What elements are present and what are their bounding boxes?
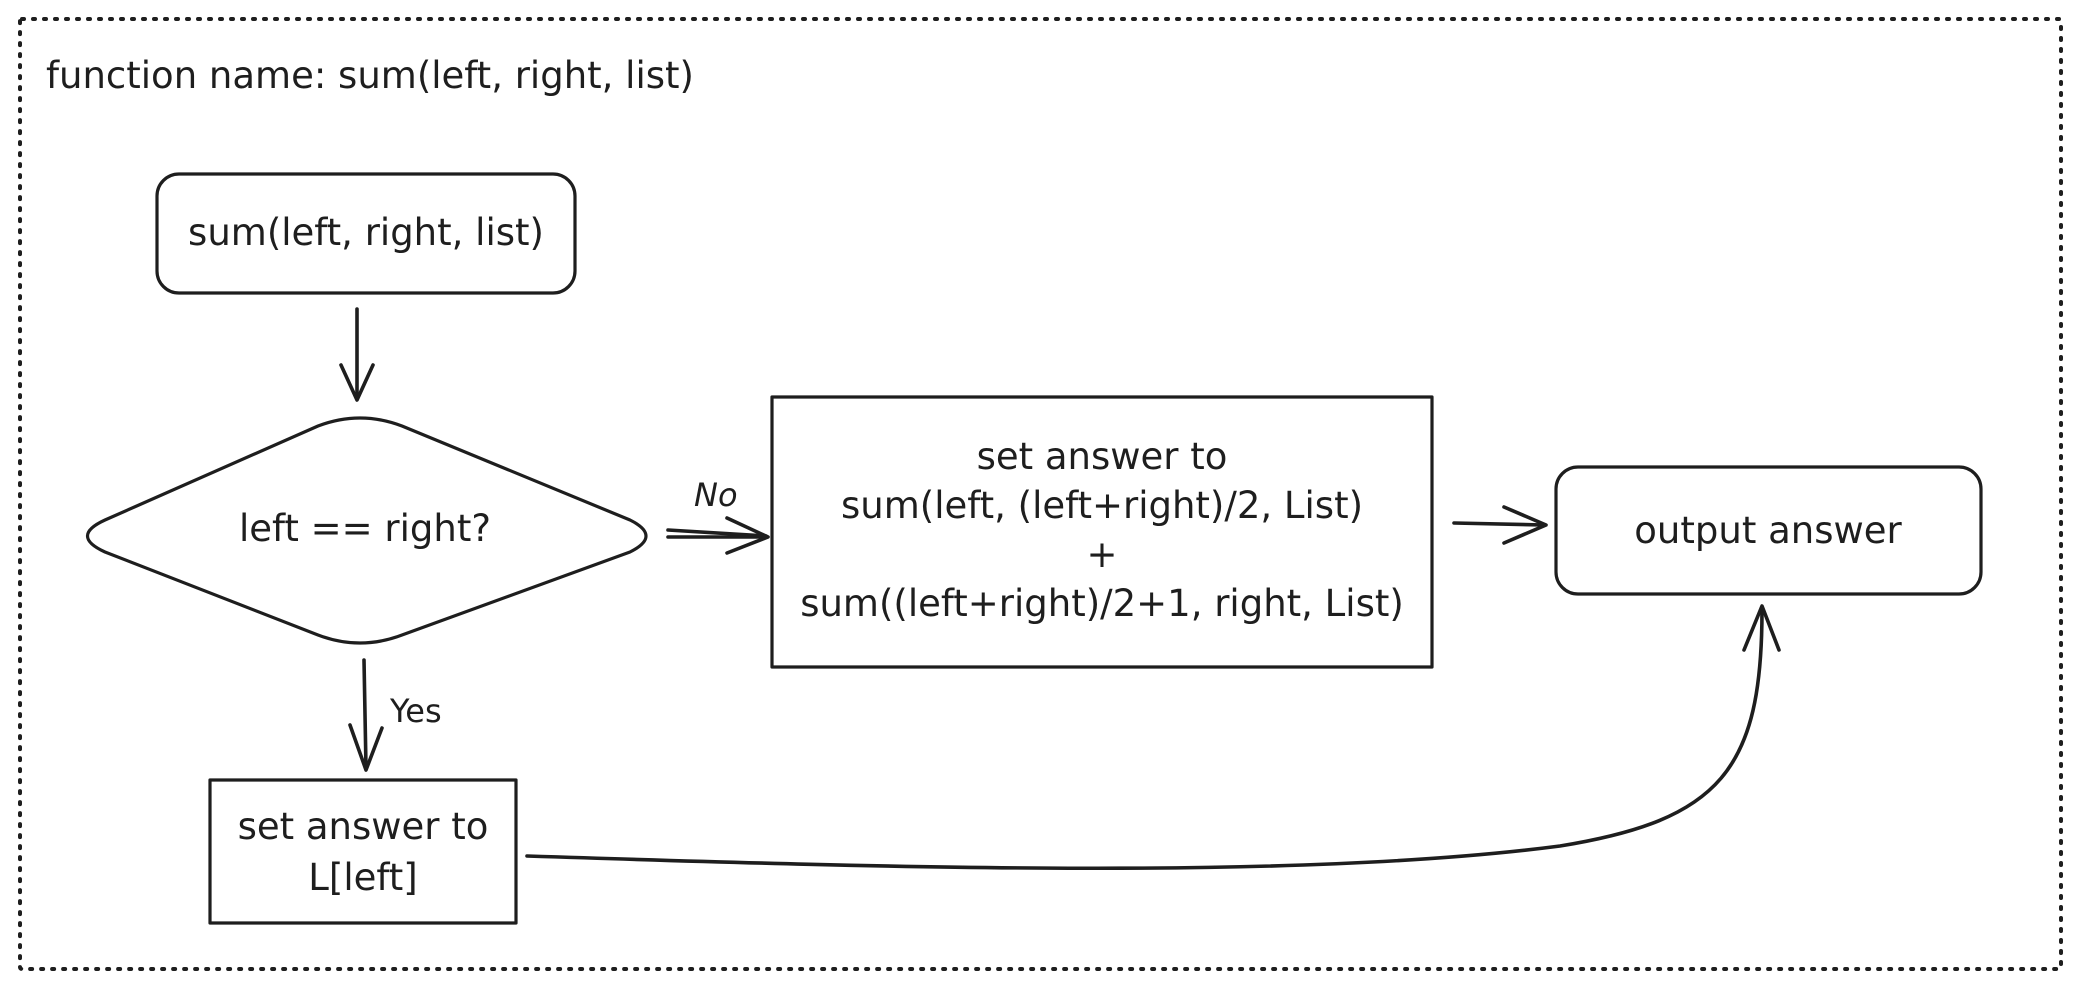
edge-recurse-to-output (1452, 505, 1548, 545)
output-node: output answer (1554, 465, 1983, 596)
edge-base-to-output (525, 604, 1781, 871)
recurse-node-line-4: sum((left+right)/2+1, right, List) (800, 582, 1404, 625)
no-label: No (694, 476, 738, 514)
base-node-line-2: L[left] (308, 856, 417, 899)
recurse-node-line-3: + (1086, 533, 1117, 576)
function-title: function name: sum(left, right, list) (46, 54, 694, 97)
start-node: sum(left, right, list) (155, 172, 577, 295)
yes-label: Yes (389, 692, 442, 730)
recurse-node-line-1: set answer to (977, 435, 1228, 478)
start-node-label: sum(left, right, list) (188, 211, 544, 254)
decision-node-label: left == right? (239, 507, 491, 550)
recurse-node: set answer to sum(left, (left+right)/2, … (770, 395, 1434, 669)
decision-node: left == right? (85, 416, 648, 645)
base-node-line-1: set answer to (238, 805, 489, 848)
edge-start-to-decision (339, 307, 375, 402)
function-frame (18, 17, 2063, 971)
output-node-label: output answer (1634, 509, 1902, 552)
base-node: set answer to L[left] (208, 778, 518, 925)
edge-yes: Yes (348, 658, 442, 772)
edge-no: No (666, 476, 770, 555)
recurse-node-line-2: sum(left, (left+right)/2, List) (841, 484, 1363, 527)
